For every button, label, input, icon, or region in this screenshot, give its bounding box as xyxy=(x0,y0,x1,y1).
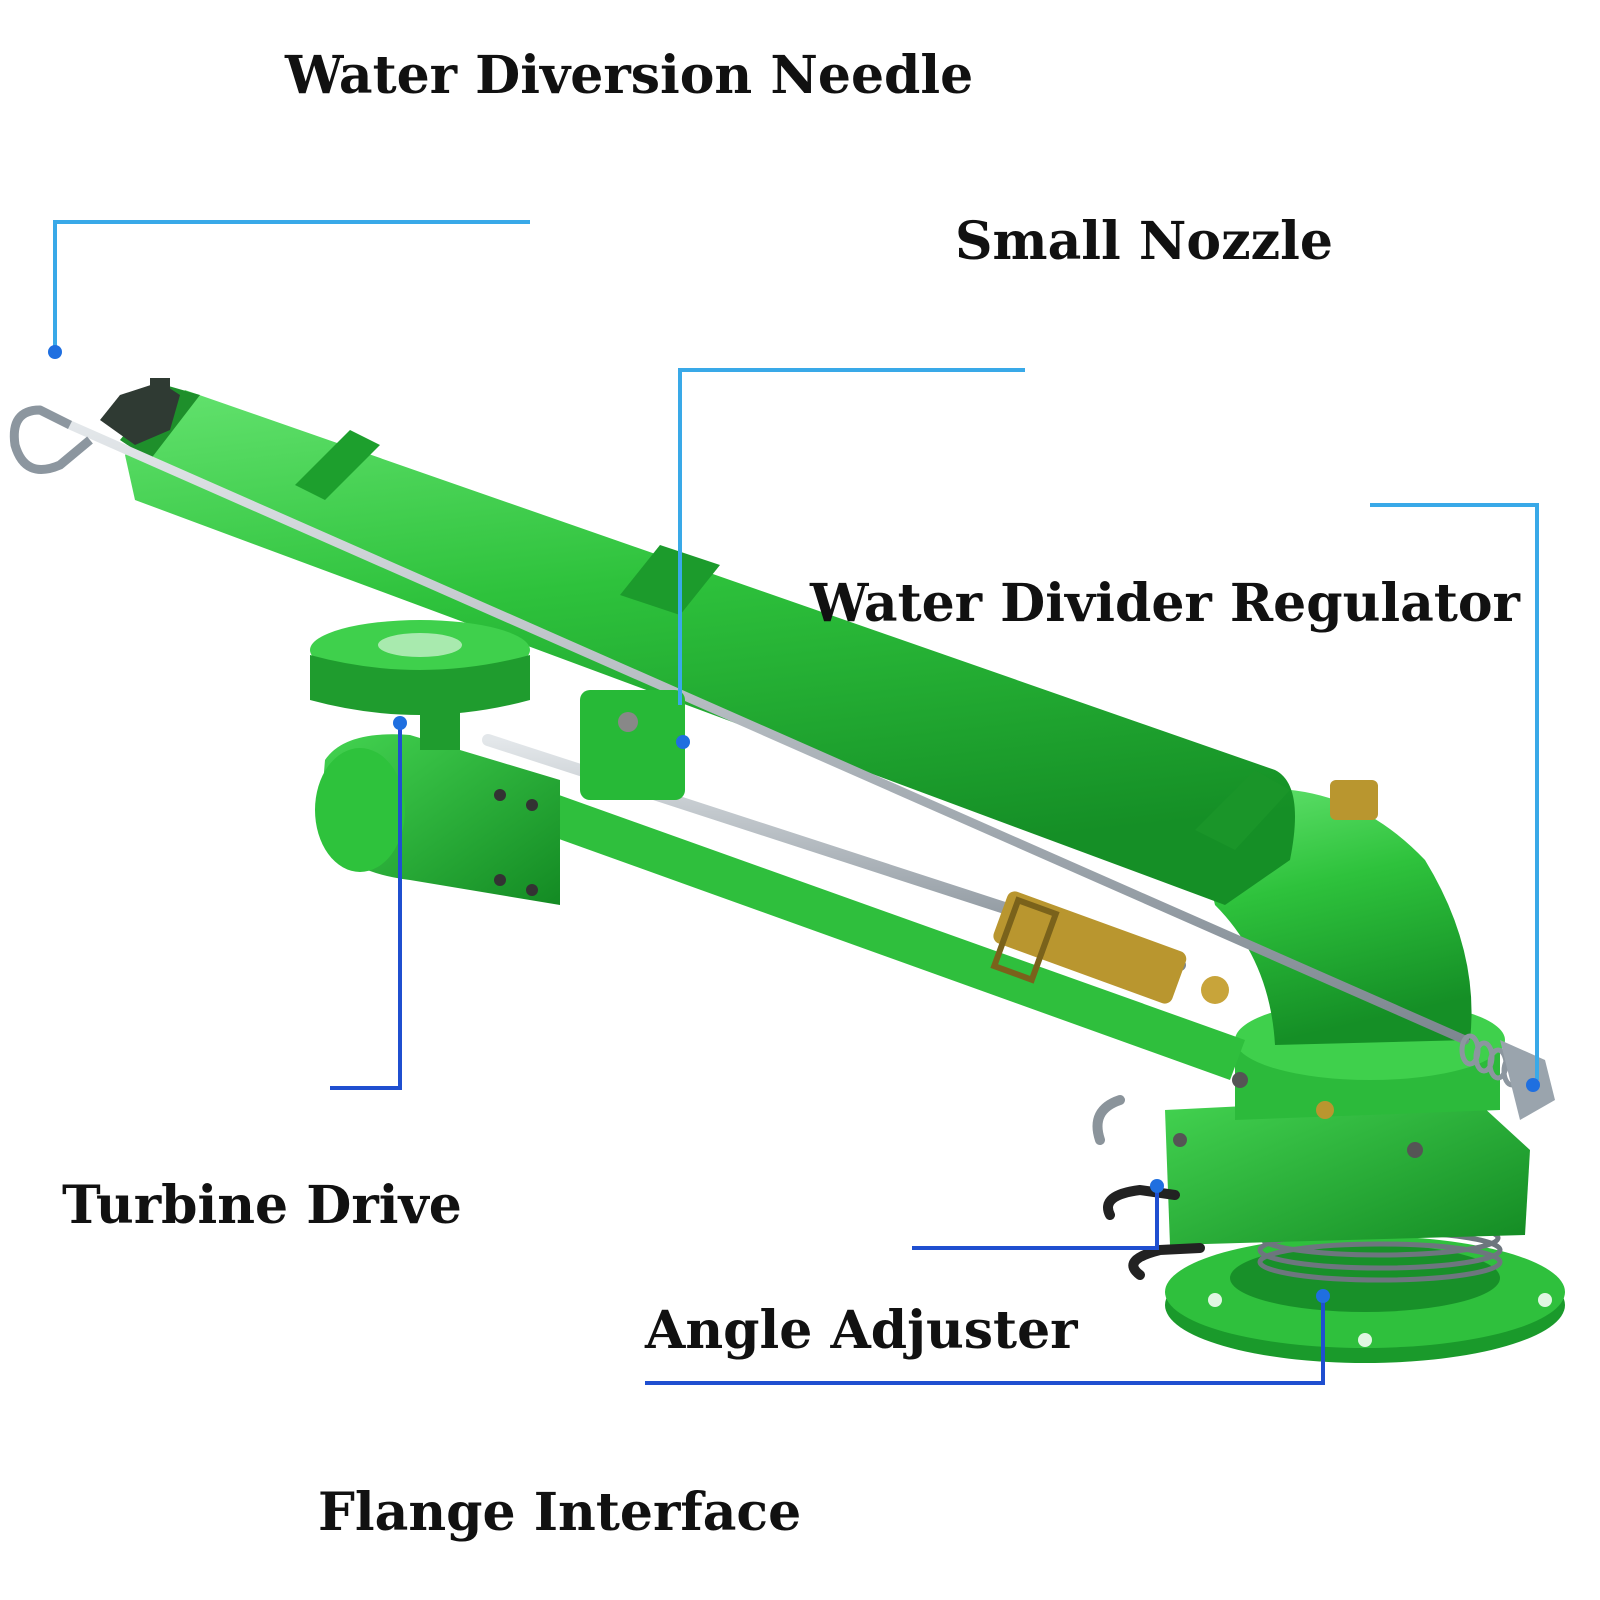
label-small-nozzle: Small Nozzle xyxy=(955,211,1333,272)
callout-line-angle xyxy=(912,1190,1159,1250)
label-angle-adjuster: Angle Adjuster xyxy=(645,1300,1078,1361)
callout-dot-nozzle xyxy=(676,735,690,749)
label-flange-interface: Flange Interface xyxy=(318,1482,802,1543)
callout-dot-needle xyxy=(48,345,62,359)
callout-line-nozzle xyxy=(678,368,1025,705)
diversion-needle-rod xyxy=(9,405,1555,1120)
callout-dot-flange xyxy=(1316,1289,1330,1303)
label-water-divider-regulator: Water Divider Regulator xyxy=(810,573,1520,634)
callout-line-divider xyxy=(1370,503,1539,1080)
callout-line-turbine xyxy=(330,725,402,1090)
callout-lines xyxy=(48,220,1540,1385)
main-barrel xyxy=(120,385,1295,905)
callout-dot-angle xyxy=(1150,1179,1164,1193)
turbine-drive-part xyxy=(310,620,560,905)
callout-dot-turbine xyxy=(393,716,407,730)
small-nozzle-cap xyxy=(100,378,180,445)
callout-line-flange xyxy=(645,1298,1325,1385)
angle-adjuster-part xyxy=(1092,1095,1205,1280)
callout-line-needle xyxy=(53,220,530,350)
callout-dot-divider xyxy=(1526,1078,1540,1092)
label-water-diversion-needle: Water Diversion Needle xyxy=(285,45,974,106)
label-turbine-drive: Turbine Drive xyxy=(62,1175,462,1236)
divider-regulator-part xyxy=(580,690,1229,1004)
